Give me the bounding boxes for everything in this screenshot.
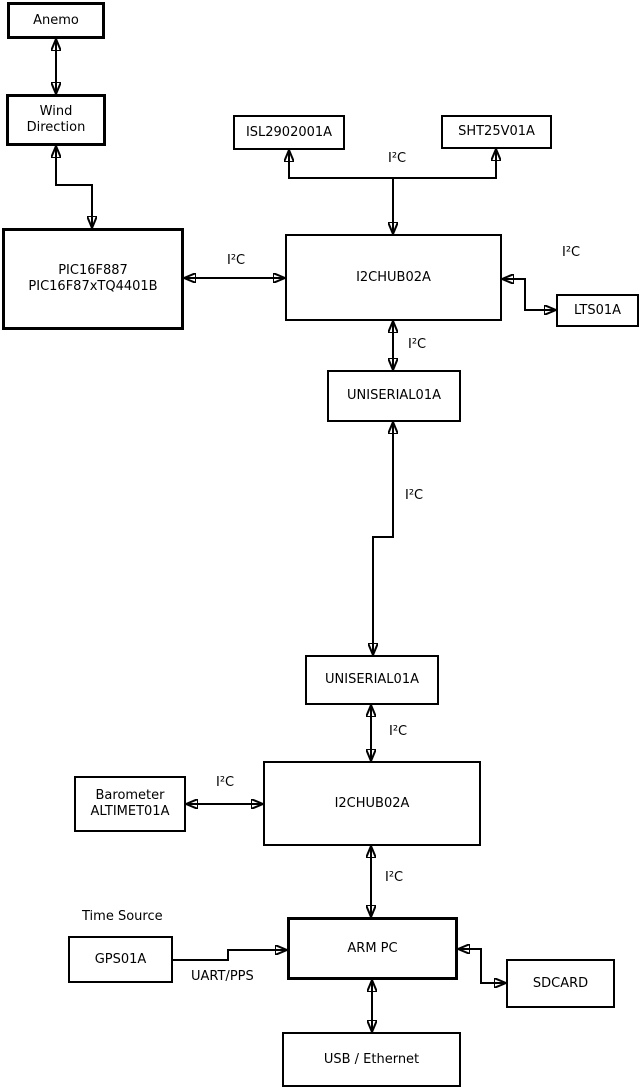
node-lts01a: LTS01A	[556, 294, 639, 327]
edge-label-i2c-hub-uniserial: I²C	[408, 337, 427, 352]
node-sht25v01a: SHT25V01A	[441, 115, 552, 149]
node-usb-ethernet-label: USB / Ethernet	[323, 1051, 420, 1067]
node-anemo-label: Anemo	[33, 12, 79, 28]
node-isl2902001a: ISL2902001A	[233, 115, 345, 150]
edge-i2chub-top-lts	[502, 279, 556, 310]
node-gps01a-label: GPS01A	[94, 951, 147, 967]
node-arm-pc-label: ARM PC	[347, 940, 398, 956]
node-sht25v01a-label: SHT25V01A	[458, 124, 535, 140]
node-arm-pc: ARM PC	[287, 917, 458, 980]
edge-label-i2c-hub-lts: I²C	[562, 245, 581, 260]
node-sdcard-label: SDCARD	[532, 975, 589, 991]
edge-armpc-sdcard	[458, 949, 506, 983]
edge-label-i2c-uniserial-hub2: I²C	[389, 724, 408, 739]
edge-winddirection-pic	[56, 146, 92, 228]
node-pic: PIC16F887 PIC16F87xTQ4401B	[2, 228, 184, 330]
edge-label-i2c-hub2-armpc: I²C	[385, 870, 404, 885]
node-uniserial-bottom: UNISERIAL01A	[305, 655, 439, 705]
edge-label-i2c-long-link: I²C	[405, 488, 424, 503]
node-uniserial-top: UNISERIAL01A	[327, 370, 461, 422]
node-isl2902001a-label: ISL2902001A	[245, 124, 333, 140]
node-barometer-line2: ALTIMET01A	[90, 804, 170, 819]
node-uniserial-top-label: UNISERIAL01A	[347, 388, 441, 404]
node-lts01a-label: LTS01A	[573, 302, 622, 318]
edge-label-time-source: Time Source	[82, 909, 163, 924]
edge-gps-armpc	[173, 950, 287, 961]
edge-uniserial-top-uniserial-bottom	[373, 422, 393, 655]
node-uniserial-bottom-label: UNISERIAL01A	[325, 672, 419, 688]
edge-label-i2c-barometer-hub2: I²C	[216, 775, 235, 790]
node-i2chub-bottom-label: I2CHUB02A	[334, 795, 410, 811]
node-pic-line1: PIC16F887	[58, 263, 128, 279]
node-i2chub-top-label: I2CHUB02A	[356, 269, 431, 285]
node-barometer-line1: Barometer	[95, 788, 165, 804]
node-usb-ethernet: USB / Ethernet	[282, 1032, 461, 1087]
node-barometer: Barometer ALTIMET01A	[74, 776, 186, 832]
node-sdcard: SDCARD	[506, 959, 615, 1008]
node-gps01a: GPS01A	[68, 936, 173, 983]
node-i2chub-top: I2CHUB02A	[285, 234, 502, 321]
node-wind-direction: Wind Direction	[6, 94, 106, 146]
edge-label-i2c-pic-hub: I²C	[227, 253, 246, 268]
node-anemo: Anemo	[7, 2, 105, 39]
node-wind-direction-line2: Direction	[26, 120, 86, 135]
node-i2chub-bottom: I2CHUB02A	[263, 761, 481, 846]
node-pic-line2: PIC16F87xTQ4401B	[28, 279, 158, 294]
node-wind-direction-line1: Wind	[39, 104, 73, 120]
edge-label-uart-pps: UART/PPS	[191, 969, 254, 984]
edge-label-i2c-top-branch: I²C	[388, 151, 407, 166]
